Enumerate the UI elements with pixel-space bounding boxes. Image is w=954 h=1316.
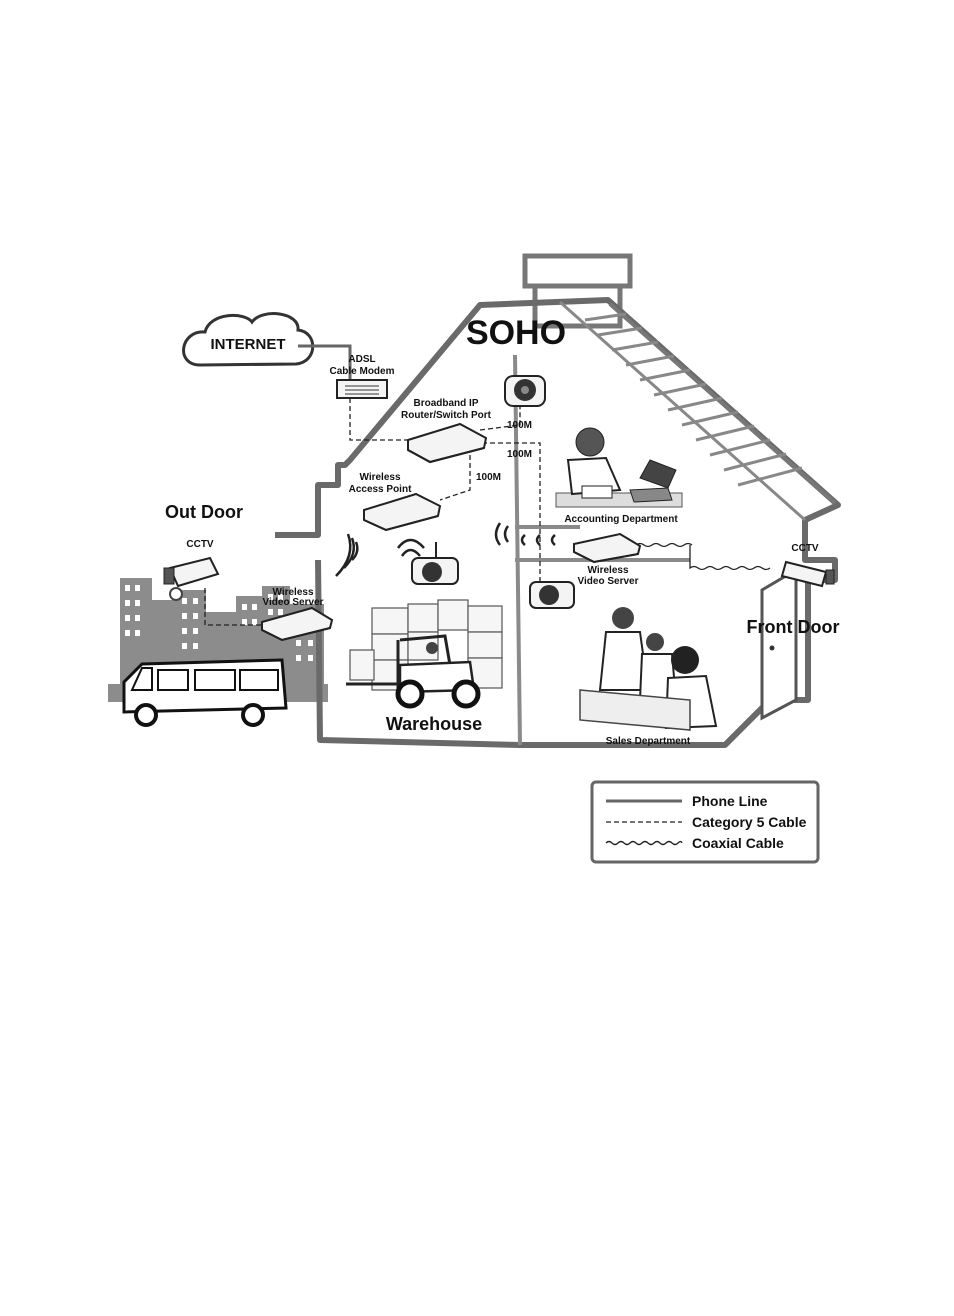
accounting-scene [555, 427, 683, 508]
legend-coax-label: Coaxial Cable [692, 835, 784, 851]
cctv-outdoor-camera [163, 556, 220, 601]
legend-cat5-label: Category 5 Cable [692, 814, 807, 830]
adsl-cable-modem: ADSL Cable Modem [329, 354, 395, 399]
legend: Phone Line Category 5 Cable Coaxial Cabl… [590, 780, 820, 864]
internet-label: INTERNET [211, 336, 286, 353]
warehouse-scene [346, 599, 503, 709]
phone-line-connector [298, 344, 352, 380]
ip-camera-top [504, 375, 546, 407]
video-server-outdoor-label-line2: Video Server [263, 597, 324, 608]
cctv-front-label: CCTV [791, 543, 819, 554]
sales-scene [579, 607, 718, 731]
accounting-department-label: Accounting Department [564, 514, 678, 525]
front-door-label: Front Door [747, 617, 840, 637]
access-point-label-line1: Wireless [359, 472, 400, 483]
ip-camera-sales [529, 581, 575, 609]
van-illustration [122, 658, 288, 727]
link-speed-label-c: 100M [476, 472, 501, 483]
modem-label-line1: ADSL [348, 354, 375, 365]
coaxial-cable-run [635, 542, 771, 571]
cctv-front-camera [780, 560, 835, 588]
link-speed-label-a: 100M [507, 420, 532, 431]
modem-label-line2: Cable Modem [329, 366, 394, 377]
access-point-label-line2: Access Point [349, 484, 412, 495]
broadband-router: Broadband IP Router/Switch Port [401, 398, 492, 464]
wireless-video-server-indoor: Wireless Video Server [573, 532, 642, 587]
router-label-line2: Router/Switch Port [401, 410, 492, 421]
diagram-title: SOHO [466, 314, 566, 352]
internet-cloud: INTERNET [182, 312, 315, 367]
legend-phone-line-label: Phone Line [692, 793, 768, 809]
wireless-signal-waves [335, 522, 556, 577]
house-outline [275, 253, 841, 748]
wireless-access-point: Wireless Access Point [349, 472, 442, 532]
video-server-outdoor-label-line1: Wireless [272, 587, 313, 598]
wireless-video-server-outdoor: Wireless Video Server [261, 587, 334, 642]
out-door-label: Out Door [165, 502, 243, 522]
link-speed-label-b: 100M [507, 449, 532, 460]
video-server-indoor-label-line1: Wireless [587, 565, 628, 576]
legend-coax-swatch [605, 840, 683, 846]
category-5-cables [204, 395, 541, 626]
cctv-outdoor-label: CCTV [186, 539, 214, 550]
router-label-line1: Broadband IP [413, 398, 478, 409]
sales-department-label: Sales Department [606, 736, 691, 747]
video-server-indoor-label-line2: Video Server [578, 576, 639, 587]
ip-camera-warehouse [411, 542, 459, 585]
warehouse-label: Warehouse [386, 714, 482, 734]
